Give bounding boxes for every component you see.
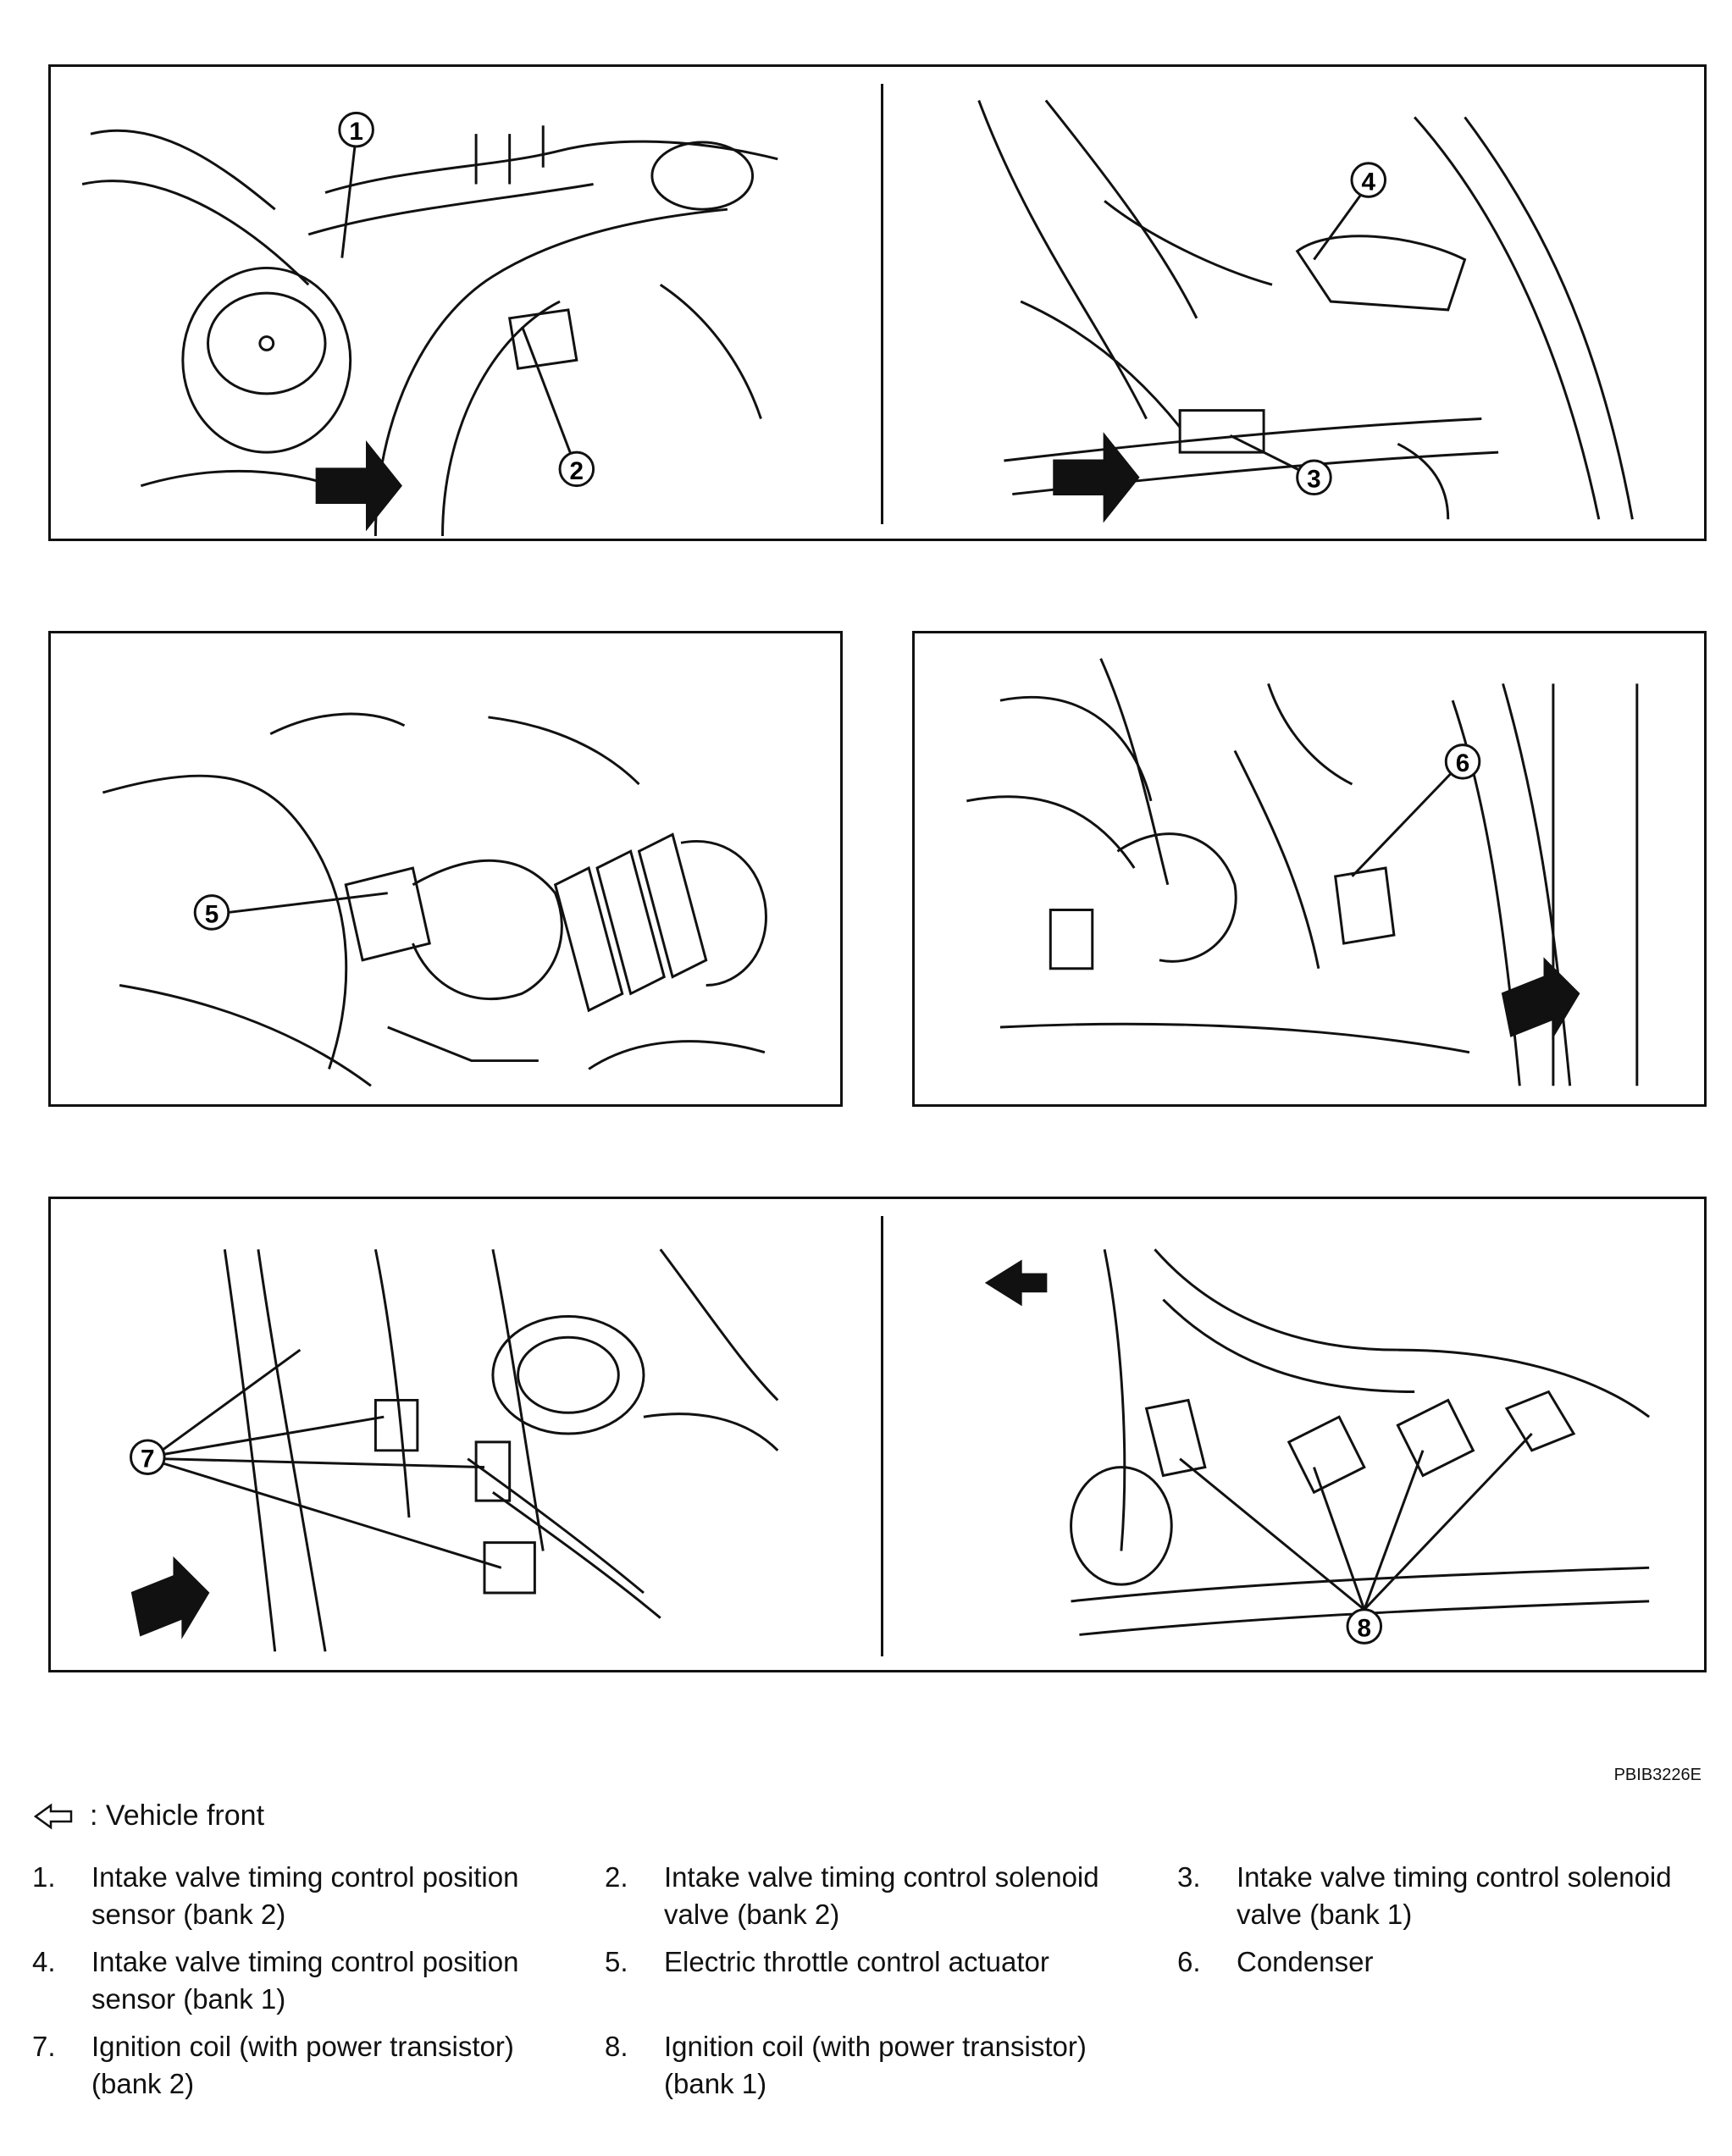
svg-text:5: 5 <box>205 900 219 928</box>
callout-5: 5 <box>193 894 230 931</box>
panel-throttle-actuator: 5 <box>48 631 843 1107</box>
engine-illustration-throttle: 5 <box>102 712 767 1087</box>
svg-text:1: 1 <box>349 118 363 146</box>
callout-2: 2 <box>558 451 595 488</box>
figure-code: PBIB3226E <box>1613 1766 1702 1784</box>
panel-row3: 7 8 <box>48 1197 1707 1672</box>
svg-text:7: 7 <box>141 1446 155 1473</box>
svg-text:6: 6 <box>1456 749 1470 777</box>
engine-illustration-ignition: 7 8 <box>130 1248 1651 1652</box>
svg-text:8: 8 <box>1358 1614 1372 1642</box>
callout-6: 6 <box>1444 744 1481 780</box>
legend-text: : Vehicle front <box>90 1799 265 1832</box>
svg-text:4: 4 <box>1361 168 1375 196</box>
panel-divider <box>881 84 883 524</box>
engine-illustration-row1: 1 2 3 4 <box>81 99 1634 537</box>
panel-condenser: 6 <box>912 631 1707 1107</box>
panel-divider <box>881 1216 883 1656</box>
callout-3: 3 <box>1296 459 1332 496</box>
callout-1: 1 <box>338 111 374 148</box>
callout-8: 8 <box>1346 1608 1383 1645</box>
callout-7: 7 <box>130 1439 166 1475</box>
callout-4: 4 <box>1350 162 1387 198</box>
vehicle-front-legend: : Vehicle front <box>32 1799 264 1833</box>
svg-text:3: 3 <box>1307 466 1321 494</box>
hollow-arrow-left-icon <box>33 1803 73 1829</box>
engine-illustration-condenser: 6 <box>966 658 1639 1086</box>
panel-row1: 1 2 3 4 <box>48 64 1707 541</box>
svg-text:2: 2 <box>570 457 584 485</box>
